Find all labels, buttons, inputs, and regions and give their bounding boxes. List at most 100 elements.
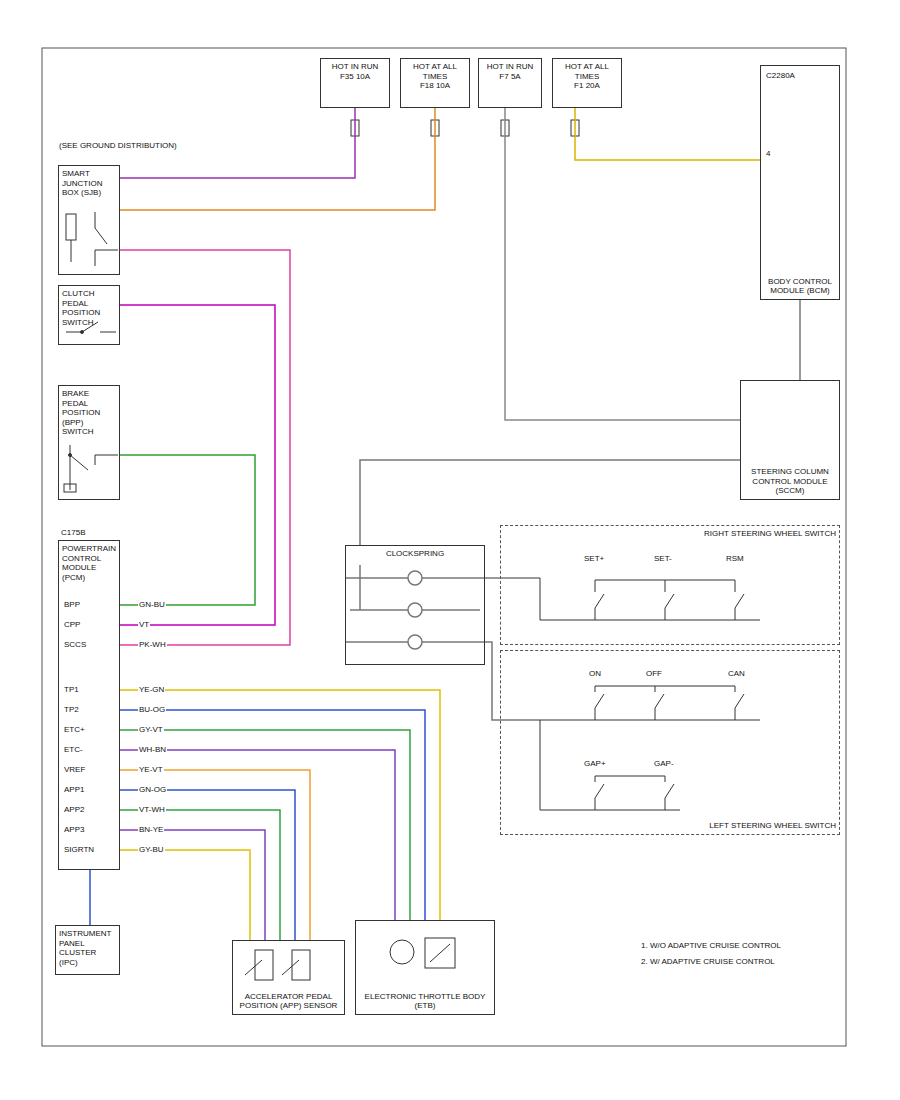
wire (120, 305, 275, 625)
switch-box: CLUTCH PEDAL POSITION SWITCH (58, 285, 120, 345)
fuse-box: HOT IN RUNF7 5A (478, 58, 542, 108)
relay-symbol (66, 212, 118, 266)
connector-id: C2280A (765, 70, 796, 81)
switch-symbol (64, 445, 118, 492)
note: 1. W/O ADAPTIVE CRUISE CONTROL (640, 940, 782, 951)
switch-symbol (500, 686, 760, 810)
wire (505, 108, 740, 420)
fuse-box: HOT AT ALL TIMESF18 10A (400, 58, 470, 108)
wire (485, 642, 500, 720)
motor-symbol (390, 938, 455, 968)
component-name: BRAKE PEDAL POSITION (BPP) SWITCH (62, 389, 116, 437)
connector-id: C175B (60, 527, 86, 538)
pin-name: SCCS (63, 639, 87, 650)
switch-region: RIGHT STEERING WHEEL SWITCH (500, 525, 840, 645)
pin-name: CPP (63, 619, 81, 630)
pin-name: APP2 (63, 804, 85, 815)
component-name: ELECTRONIC THROTTLE BODY (ETB) (359, 992, 491, 1011)
wire (120, 810, 280, 940)
switch-label: ON (588, 668, 602, 679)
component-name: CLOCKSPRING (349, 549, 481, 559)
sensor-box: ACCELERATOR PEDAL POSITION (APP) SENSOR (232, 940, 345, 1015)
ground-note: (SEE GROUND DISTRIBUTION) (58, 140, 178, 151)
pin-name: SIGRTN (63, 844, 95, 855)
pin-name: TP2 (63, 704, 80, 715)
component-name: HOT AT ALL TIMES (404, 62, 466, 81)
component-name: BODY CONTROL MODULE (BCM) (764, 277, 836, 296)
wire (120, 108, 435, 210)
component-name: F1 20A (556, 81, 618, 91)
wire-color: YE-GN (138, 684, 165, 695)
component-name: HOT AT ALL TIMES (556, 62, 618, 81)
control-module: BODY CONTROL MODULE (BCM) (760, 65, 840, 300)
wire-color: GN-BU (138, 599, 166, 610)
fuse-box: HOT AT ALL TIMESF1 20A (552, 58, 622, 108)
wire (360, 460, 740, 545)
switch-label: OFF (645, 668, 663, 679)
wire-color: BN-YE (138, 824, 164, 835)
pin-name: APP3 (63, 824, 85, 835)
frame-border (42, 48, 846, 1046)
wire-color: GN-OG (138, 784, 167, 795)
wire (799, 300, 801, 380)
pin-name: VREF (63, 764, 86, 775)
component-name: INSTRUMENT PANEL CLUSTER (IPC) (59, 929, 116, 967)
potentiometer-symbol (245, 950, 310, 980)
wire (120, 250, 290, 645)
wire (120, 710, 425, 920)
wire (485, 577, 500, 579)
pin-name: ETC+ (63, 724, 86, 735)
wire (120, 830, 265, 940)
component-name: ACCELERATOR PEDAL POSITION (APP) SENSOR (236, 992, 341, 1011)
component-name: CLUTCH PEDAL POSITION SWITCH (62, 289, 116, 327)
wire-color: BU-OG (138, 704, 166, 715)
wire-color: WH-BN (138, 744, 167, 755)
component-name: SMART JUNCTION BOX (SJB) (62, 169, 116, 198)
wire (120, 750, 395, 920)
component-name: POWERTRAIN CONTROL MODULE (PCM) (62, 544, 116, 582)
component-name: HOT IN RUN (324, 62, 386, 72)
pin-number: 4 (765, 148, 771, 159)
switch-label: SET+ (583, 553, 605, 564)
component-name: HOT IN RUN (482, 62, 538, 72)
junction-box: SMART JUNCTION BOX (SJB) (58, 165, 120, 275)
control-module: STEERING COLUMN CONTROL MODULE (SCCM) (740, 380, 840, 500)
wire (575, 108, 760, 160)
note: 2. W/ ADAPTIVE CRUISE CONTROL (640, 956, 776, 967)
component-name: RIGHT STEERING WHEEL SWITCH (504, 529, 836, 539)
wire (120, 790, 295, 940)
switch-label: GAP+ (583, 758, 607, 769)
pin-name: BPP (63, 599, 81, 610)
cluster-box: INSTRUMENT PANEL CLUSTER (IPC) (55, 925, 120, 975)
switch-box: BRAKE PEDAL POSITION (BPP) SWITCH (58, 385, 120, 500)
component-name: F35 10A (324, 72, 386, 82)
fuse-symbol (351, 120, 579, 136)
pin-name: ETC- (63, 744, 84, 755)
wire-color: VT (138, 619, 150, 630)
pin-name: APP1 (63, 784, 85, 795)
wire (120, 455, 255, 605)
switch-label: CAN (727, 668, 746, 679)
wire-color: YE-VT (138, 764, 164, 775)
wire-color: PK-WH (138, 639, 167, 650)
pin-name: TP1 (63, 684, 80, 695)
switch-symbol (500, 578, 760, 620)
switch-region: LEFT STEERING WHEEL SWITCH (500, 650, 840, 835)
throttle-body: ELECTRONIC THROTTLE BODY (ETB) (355, 920, 495, 1015)
switch-label: RSM (725, 553, 745, 564)
component-name: F18 10A (404, 81, 466, 91)
fuse-box: HOT IN RUNF35 10A (320, 58, 390, 108)
wire-color: VT-WH (138, 804, 166, 815)
switch-label: SET- (653, 553, 673, 564)
wire (120, 770, 310, 940)
component-name: F7 5A (482, 72, 538, 82)
clockspring-coil (345, 565, 485, 649)
clockspring-box: CLOCKSPRING (345, 545, 485, 665)
wire-color: GY-BU (138, 844, 165, 855)
wire (120, 850, 250, 940)
component-name: LEFT STEERING WHEEL SWITCH (504, 821, 836, 831)
wire-color: GY-VT (138, 724, 164, 735)
switch-label: GAP- (653, 758, 675, 769)
